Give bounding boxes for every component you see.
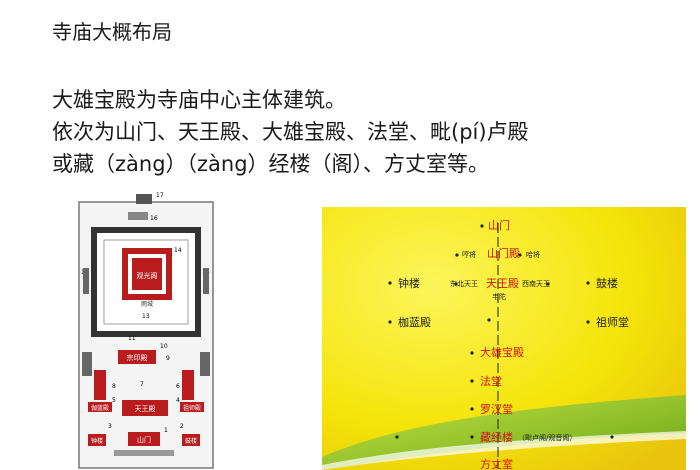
plan-num-14: 14 <box>174 247 182 254</box>
plan-num-13: 13 <box>142 313 150 320</box>
plan-tianwang-label: 天王殿 <box>135 405 156 413</box>
label-hengjiang: 哼将 <box>462 250 476 259</box>
label-daxiong-hall: 大雄宝殿 <box>480 345 524 359</box>
label-fatang: 法堂 <box>480 374 502 388</box>
plan-side-building-left <box>83 268 89 294</box>
label-drum-tower: 鼓楼 <box>596 276 618 290</box>
label-sutra-tower: 藏经楼 <box>480 430 513 444</box>
plan-num-17: 17 <box>156 192 164 199</box>
plan-east-building <box>200 352 210 376</box>
label-bell-tower: 钟楼 <box>398 276 420 290</box>
label-zushi-hall: 祖师堂 <box>596 315 629 329</box>
plan-main-hall <box>118 350 156 364</box>
plan-num-16: 16 <box>150 215 158 222</box>
plan-building-17 <box>136 194 152 204</box>
plan-side-building-right <box>203 268 209 294</box>
label-hajiang: 哈将 <box>526 250 540 259</box>
plan-num-3: 3 <box>108 423 112 430</box>
body-line-2: 依次为山门、天王殿、大雄宝殿、法堂、毗(pí)卢殿 <box>52 120 529 144</box>
label-luohan-hall: 罗汉堂 <box>480 403 513 416</box>
label-abbot-room: 方丈室 <box>480 457 513 470</box>
plan-steps <box>114 450 174 456</box>
plan-drum-tower <box>182 434 200 446</box>
plan-left-hall <box>88 402 112 412</box>
plan-shanmen-label: 山门 <box>137 435 151 444</box>
plan-num-4: 4 <box>176 397 180 404</box>
plan-bell-tower <box>88 434 106 446</box>
label-ne-king: 东北天王 <box>450 279 478 288</box>
plan-left-hall-block <box>94 370 106 400</box>
plan-right-hall-block <box>182 370 194 400</box>
temple-layout-diagram: 山门 山门殿 哼将 哈将 钟楼 鼓楼 东北天王 西南天王 天王殿 韦陀 枷蓝殿 … <box>322 207 686 470</box>
diagram-dots <box>388 224 614 439</box>
plan-num-1: 1 <box>164 427 168 434</box>
temple-floor-plan: 17 16 15 15 观光阁 14 雨城 13 11 10 宗印殿 9 8 7… <box>78 192 214 469</box>
body-line-1: 大雄宝殿为寺庙中心主体建筑。 <box>52 88 346 112</box>
label-weituo: 韦陀 <box>492 292 506 301</box>
plan-num-7: 7 <box>140 381 144 388</box>
plan-inner-hall: 观光阁 <box>137 271 158 280</box>
plan-tianwang-hall <box>122 400 168 416</box>
plan-num-11: 11 <box>128 335 136 342</box>
plan-num-2: 2 <box>180 423 184 430</box>
plan-bell-label: 钟楼 <box>91 437 103 445</box>
plan-right-hall-label: 祖师殿 <box>183 404 201 412</box>
plan-left-hall-label: 伽蓝殿 <box>91 404 109 412</box>
label-sw-king: 西南天王 <box>522 279 550 288</box>
label-shanmen: 山门 <box>488 218 510 232</box>
body-line-3: 或藏（zàng）（zàng）经楼（阁）、方丈室等。 <box>52 152 490 176</box>
label-qielan-hall: 枷蓝殿 <box>398 315 431 329</box>
label-sutra-note: （毗卢阁/观音阁） <box>518 433 576 442</box>
plan-num-5: 5 <box>112 397 116 404</box>
label-shanmen-hall: 山门殿 <box>487 246 520 260</box>
diagram-white-stripe <box>322 431 686 470</box>
plan-num-10: 10 <box>160 343 168 350</box>
plan-num-6: 6 <box>176 383 180 390</box>
plan-num-8: 8 <box>112 383 116 390</box>
plan-shanmen <box>128 432 160 446</box>
pavilion-core <box>132 258 162 290</box>
label-tianwang-hall: 天王殿 <box>486 277 519 290</box>
plan-building-16 <box>128 212 148 220</box>
plan-num-9: 9 <box>166 355 170 362</box>
plan-front-hall: 雨城 <box>141 301 153 308</box>
plan-west-building <box>82 352 92 376</box>
plan-right-hall <box>180 402 204 412</box>
plan-drum-label: 鼓楼 <box>185 437 197 445</box>
slide-body: 大雄宝殿为寺庙中心主体建筑。 依次为山门、天王殿、大雄宝殿、法堂、毗(pí)卢殿… <box>52 84 529 180</box>
plan-main-hall-label: 宗印殿 <box>127 353 148 362</box>
slide-title: 寺庙大概布局 <box>52 20 172 44</box>
